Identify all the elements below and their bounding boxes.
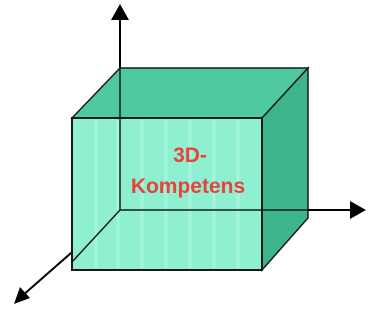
cube-label-line1: 3D-: [173, 144, 207, 167]
cube-front-outline: [71, 117, 263, 271]
z-axis-arrow-icon: [14, 287, 30, 304]
y-axis-arrow-icon: [111, 4, 129, 20]
cube-front-stripes: [94, 120, 240, 268]
cube-hidden-edge-diagonal: [71, 209, 121, 263]
cube-label-line2: Kompetens: [131, 175, 245, 198]
x-axis-arrow-icon: [350, 201, 366, 219]
